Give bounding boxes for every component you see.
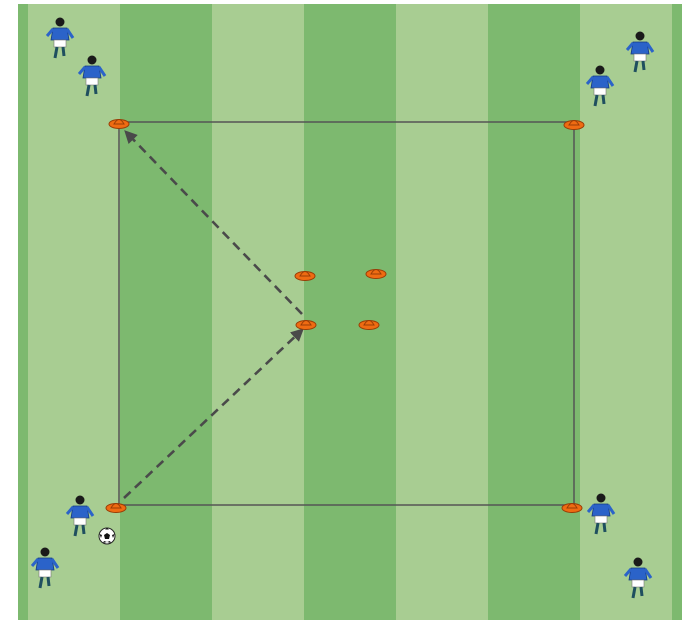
cone	[106, 504, 126, 513]
pitch-stripe	[672, 4, 682, 620]
pitch-stripe	[304, 4, 396, 620]
pitch-stripe	[488, 4, 580, 620]
pitch-stripe	[212, 4, 304, 620]
soccer-ball-icon	[99, 528, 115, 544]
cone	[366, 270, 386, 279]
pitch-stripe	[120, 4, 212, 620]
cone	[562, 504, 582, 513]
pitch-stripe	[580, 4, 672, 620]
cone	[109, 120, 129, 129]
cone	[564, 121, 584, 130]
pitch-stripes	[18, 4, 682, 620]
cone	[296, 321, 316, 330]
cone	[295, 272, 315, 281]
cone	[359, 321, 379, 330]
pitch-stripe	[396, 4, 488, 620]
pitch-stripe	[18, 4, 28, 620]
